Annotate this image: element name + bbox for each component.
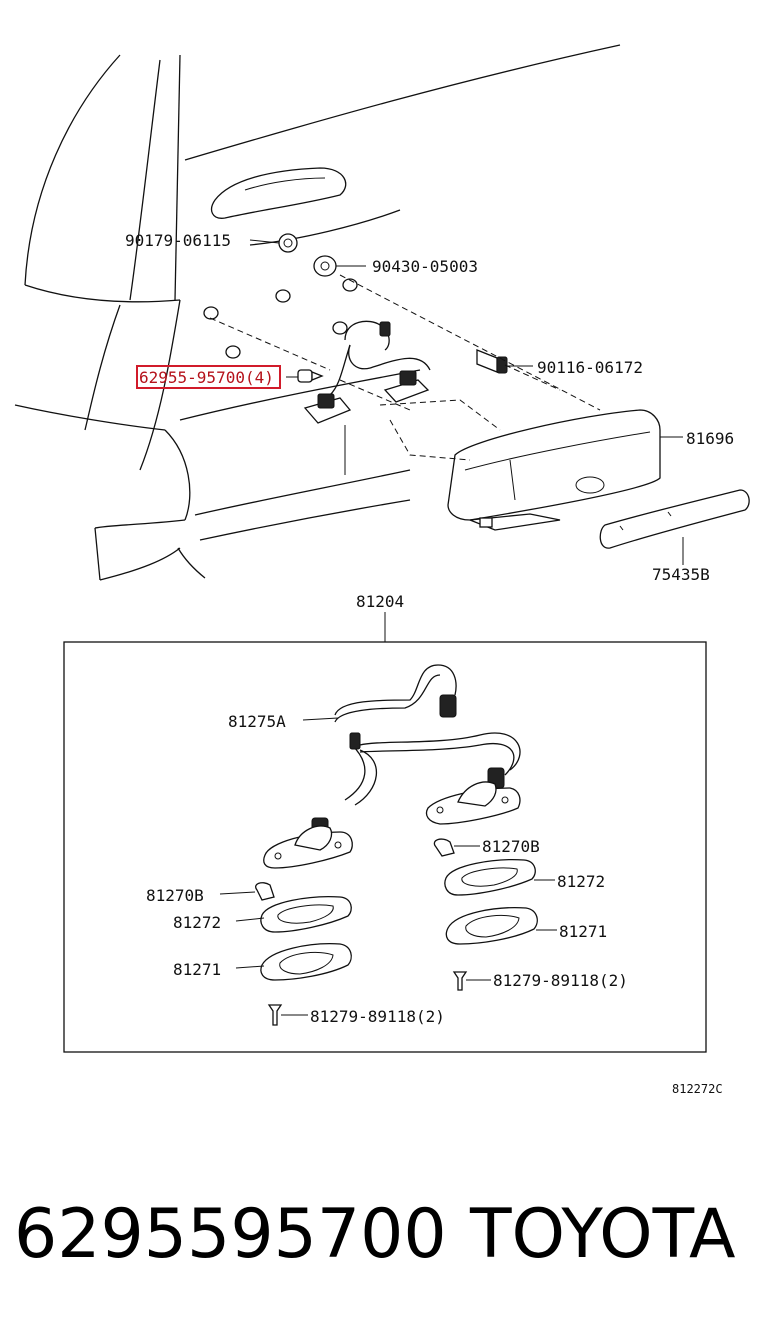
diagram-code: 812272C [672,1082,723,1096]
callout-75435b: 75435B [652,565,710,584]
upper-wire-harness [303,320,431,424]
callout-81279-left: 81279-89118(2) [310,1007,445,1026]
screw-part [267,1004,283,1026]
mount-hole [342,278,358,292]
screw-head [297,369,313,383]
screw-part [452,971,468,991]
callout-81275a: 81275A [228,712,286,731]
callout-81272-right: 81272 [557,872,605,891]
upper-small-parts [278,233,508,383]
callout-81204: 81204 [356,592,404,611]
callout-90430-05003: 90430-05003 [372,257,478,276]
callout-81696: 81696 [686,429,734,448]
upper-leader-lines [249,239,684,642]
callout-90116-06172: 90116-06172 [537,358,643,377]
washer-part [313,255,337,277]
assembly-box [63,641,707,1053]
gaskets [260,859,536,933]
screws [267,971,468,1026]
mount-hole [203,306,219,320]
nut-part [278,233,298,253]
lower-leader-lines [219,717,557,1016]
callout-81272-left: 81272 [173,913,221,932]
bulb-part [255,882,275,901]
callout-90179-06115: 90179-06115 [125,231,231,250]
garnish-part [447,409,661,531]
callout-81271-right: 81271 [559,922,607,941]
part-number-label: 6295595700 [14,1195,447,1274]
bulb-part [433,838,455,857]
highlight-box [136,365,281,389]
mount-hole [275,289,291,303]
bolt-part [476,349,498,373]
bulbs [255,838,455,901]
callout-81279-right: 81279-89118(2) [493,971,628,990]
brand-label: TOYOTA [470,1195,736,1274]
housings [260,907,538,981]
callout-81270b-right: 81270B [482,837,540,856]
lower-wire-harness [311,664,521,839]
reflector-part [599,489,750,549]
mount-hole [332,321,348,335]
mount-hole [225,345,241,359]
upper-dashed-lines [209,274,601,475]
callout-62955-95700: 62955-95700(4) [139,368,274,387]
callout-81270b-left: 81270B [146,886,204,905]
callout-81271-left: 81271 [173,960,221,979]
lamp-body-right [425,781,521,825]
lamp-body-left [263,825,353,869]
